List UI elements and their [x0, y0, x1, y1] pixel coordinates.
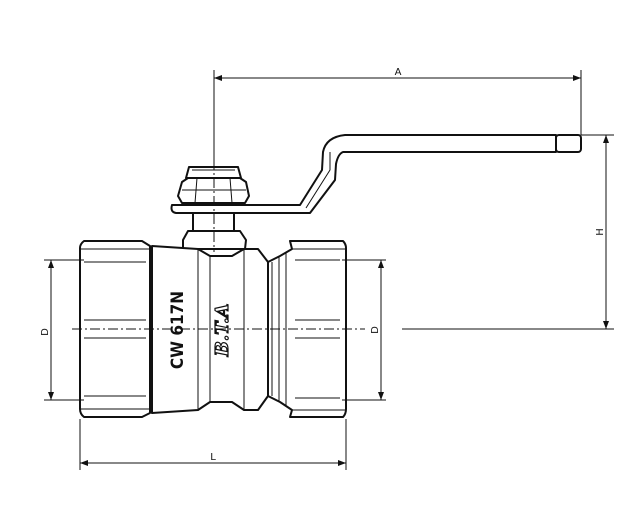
dimension-a: A [213, 67, 582, 160]
dimension-l-label: L [210, 452, 216, 463]
dimension-h-label: H [595, 228, 606, 236]
valve-body [151, 245, 269, 414]
dimension-l: L [79, 419, 347, 470]
dimension-h: H [402, 134, 614, 330]
brand-logo: B.T.A [212, 304, 233, 358]
dimension-d-left-label: D [40, 328, 51, 336]
dimension-d-right: D [342, 259, 386, 401]
dimension-d-left: D [40, 259, 84, 401]
body-marking: CW 617N [168, 291, 188, 369]
lever-handle [170, 134, 582, 214]
dimension-a-label: A [395, 67, 402, 78]
dimension-d-right-label: D [370, 326, 381, 334]
